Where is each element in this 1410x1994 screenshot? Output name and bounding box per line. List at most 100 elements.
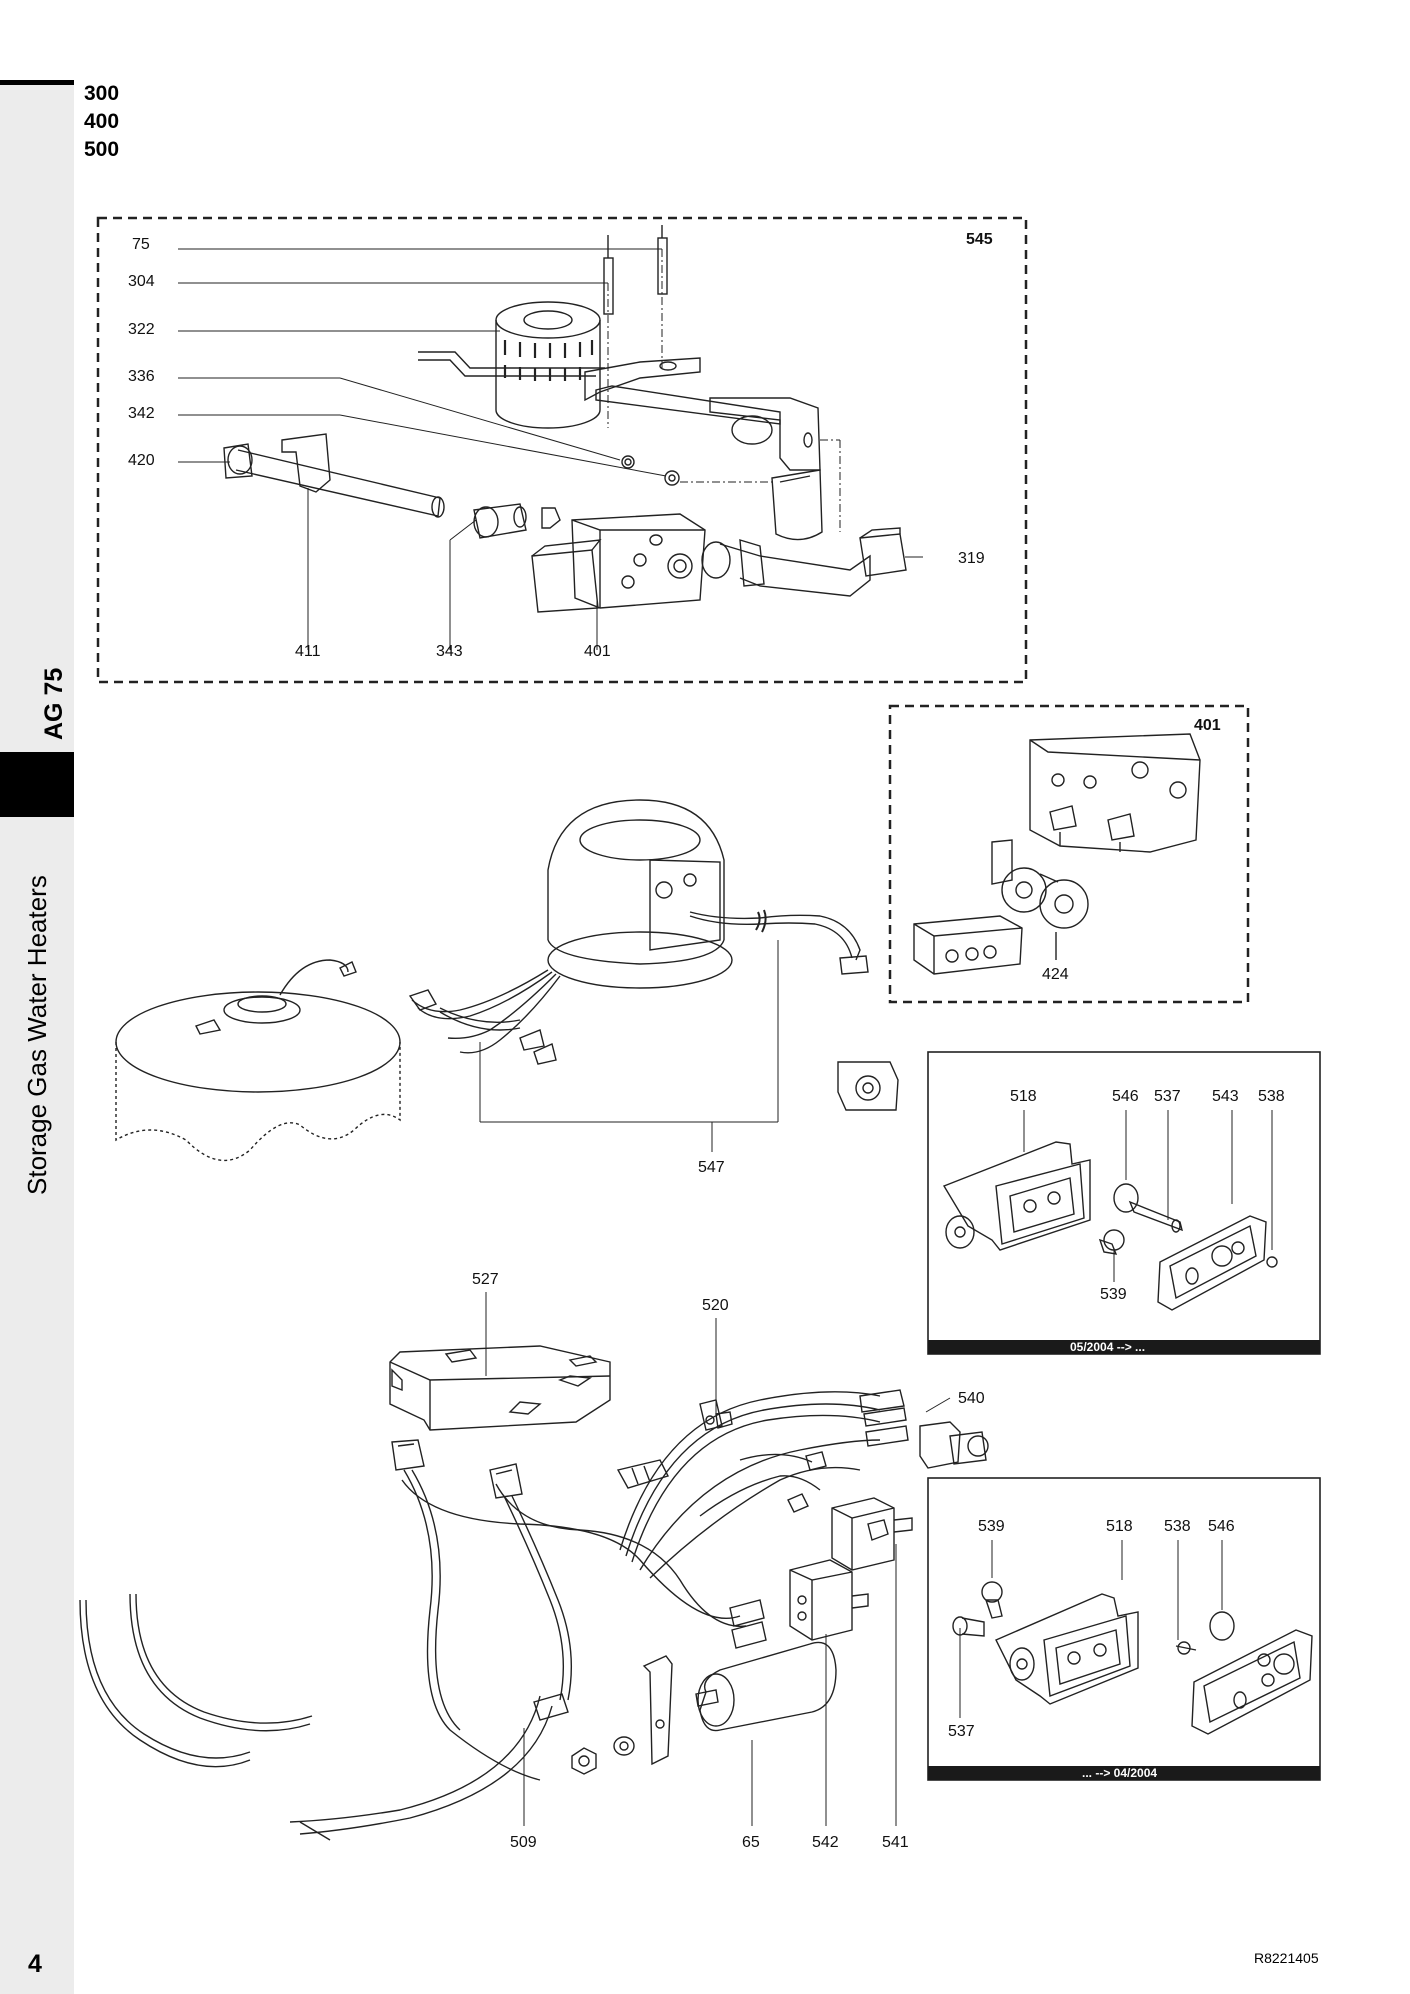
- panel-545-labels: 75 304 322 336 342 420 319 411 343 401 5…: [128, 231, 993, 660]
- sidebar-band: [0, 80, 74, 1994]
- clip-520: [699, 1399, 733, 1431]
- washer-342: [664, 470, 680, 486]
- part-label: 537: [1154, 1088, 1181, 1105]
- pilot-bracket: [418, 351, 781, 425]
- main-cables: [79, 1439, 573, 1841]
- adapter-343: [473, 503, 527, 539]
- box-new-leaders: [1023, 1110, 1273, 1282]
- panel-545-title: 545: [966, 231, 993, 248]
- document-reference: R8221405: [1254, 1950, 1319, 1966]
- part-label: 322: [128, 321, 155, 338]
- model-list: 300 400 500: [84, 80, 119, 164]
- electrode-304: [603, 235, 614, 315]
- pilot-head: [709, 397, 821, 471]
- part-label: 543: [1212, 1088, 1239, 1105]
- part-label: 401: [584, 643, 611, 660]
- screw-538-old: [1175, 1641, 1197, 1655]
- model-number: 500: [84, 138, 120, 161]
- combustion-dome: [547, 799, 733, 989]
- connector-block: [616, 1459, 669, 1489]
- sidebar-top-rule: [0, 80, 74, 85]
- harness-547: [408, 909, 899, 1111]
- panel-401-frame: [888, 704, 1250, 1004]
- magnet-424: [991, 839, 1089, 960]
- pilot-shield: [771, 469, 823, 541]
- part-label: 342: [128, 405, 155, 422]
- part-label: 420: [128, 452, 155, 469]
- plate-old: [1191, 1629, 1313, 1735]
- gas-pipe-420: [223, 433, 445, 518]
- page-number: 4: [28, 1950, 42, 1978]
- panel-545-leaders: [178, 248, 923, 650]
- button-540: [919, 1421, 989, 1469]
- part-label: 424: [1042, 966, 1069, 983]
- plate-543-new: [1157, 1215, 1267, 1311]
- box-old-leaders: [959, 1540, 1223, 1718]
- washer: [613, 1736, 635, 1756]
- date-range-new: 05/2004 --> ...: [1070, 1340, 1145, 1354]
- part-label: 546: [1112, 1088, 1139, 1105]
- nut-336: [621, 455, 635, 469]
- part-label: 547: [698, 1159, 725, 1176]
- part-label: 304: [128, 273, 155, 290]
- pipe-319: [701, 527, 907, 597]
- part-label: 540: [958, 1390, 985, 1407]
- part-label: 518: [1010, 1088, 1037, 1105]
- sidebar-black-tab: [0, 752, 74, 817]
- part-label: 537: [948, 1723, 975, 1740]
- harness-labels: 547: [698, 1159, 725, 1176]
- stud-537-old: [952, 1616, 985, 1637]
- part-label: 518: [1106, 1518, 1133, 1535]
- knob-539-old: [981, 1581, 1003, 1619]
- harness-547-leaders: [479, 940, 779, 1152]
- lower-leaders: [485, 1292, 951, 1826]
- valve-cover: [913, 915, 1023, 975]
- electrode-75: [657, 225, 668, 295]
- button-546-new: [1113, 1183, 1184, 1233]
- switch-box-518-old: [995, 1593, 1139, 1705]
- thermostat-541: [831, 1497, 913, 1571]
- part-label: 539: [978, 1518, 1005, 1535]
- nut: [571, 1747, 597, 1775]
- part-label: 538: [1164, 1518, 1191, 1535]
- part-label: 527: [472, 1271, 499, 1288]
- switch-box-518-new: [942, 1141, 1091, 1251]
- box-old-date-bar: [928, 1766, 1320, 1780]
- part-label: 509: [510, 1834, 537, 1851]
- part-label: 336: [128, 368, 155, 385]
- harness-wires: [401, 1389, 909, 1649]
- box-old-labels: 539 518 538 546 537 ... --> 04/2004: [948, 1518, 1235, 1780]
- part-label: 319: [958, 550, 985, 567]
- gas-valve-401: [531, 507, 706, 613]
- lower-labels: 527 520 540 509 65 542 541: [472, 1271, 985, 1851]
- date-range-old: ... --> 04/2004: [1082, 1766, 1157, 1780]
- valve-401-detail: [1029, 733, 1201, 853]
- part-label: 411: [295, 643, 321, 660]
- part-label: 539: [1100, 1286, 1127, 1303]
- panel-401-title: 401: [1194, 717, 1221, 734]
- panel-545-frame: [96, 216, 1028, 684]
- capacitor-65: [695, 1641, 837, 1732]
- burner-322: [495, 301, 601, 429]
- knob-539-new: [1098, 1229, 1125, 1255]
- water-heater-tank: [115, 959, 401, 1162]
- screw-538-new: [1266, 1256, 1278, 1268]
- bracket-small: [642, 1655, 673, 1766]
- box-new-date-bar: [928, 1340, 1320, 1354]
- switch-542: [789, 1559, 869, 1641]
- part-label: 65: [742, 1834, 760, 1851]
- button-546-old: [1209, 1611, 1235, 1641]
- box-new-labels: 518 546 537 543 538 539 05/2004 --> ...: [1010, 1088, 1285, 1354]
- part-label: 538: [1258, 1088, 1285, 1105]
- model-number: 300: [84, 82, 120, 105]
- panel-401-labels: 401 424: [1042, 717, 1221, 983]
- part-label: 541: [882, 1834, 909, 1851]
- model-number: 400: [84, 110, 120, 133]
- part-label: 542: [812, 1834, 839, 1851]
- ignitor-527: [389, 1345, 611, 1431]
- part-label: 343: [436, 643, 463, 660]
- part-label: 75: [132, 236, 150, 253]
- part-label: 520: [702, 1297, 729, 1314]
- part-label: 546: [1208, 1518, 1235, 1535]
